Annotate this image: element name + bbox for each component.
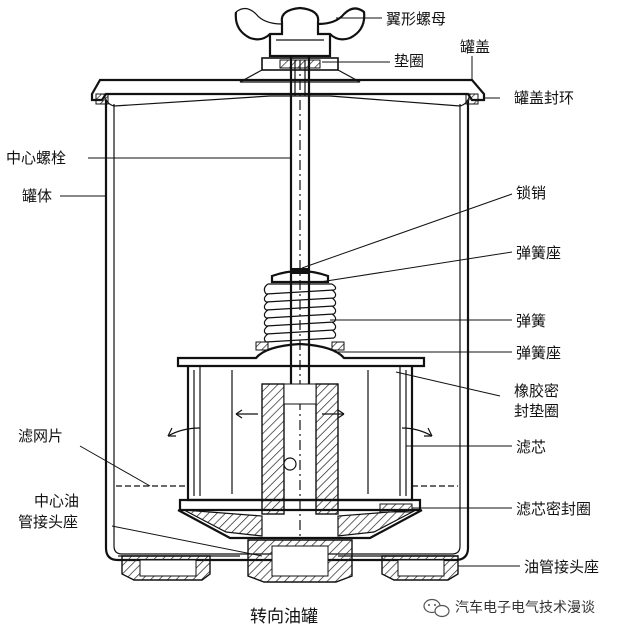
center-fitting-base	[177, 509, 423, 583]
leader-lines	[60, 17, 520, 567]
center-tube	[261, 383, 339, 515]
label-filter-screen: 滤网片	[18, 427, 63, 445]
watermark: 汽车电子电气技术漫谈	[423, 598, 595, 618]
label-tank-body: 罐体	[22, 187, 52, 205]
wing-nut	[234, 6, 366, 58]
label-rubber-seal-line1: 橡胶密	[514, 382, 559, 400]
label-rubber-seal-line2: 封垫圈	[514, 402, 559, 420]
label-lid-seal-ring: 罐盖封环	[514, 89, 574, 107]
label-center-fitting-line2: 管接头座	[18, 513, 78, 531]
oil-pipe-fitting-right	[381, 555, 459, 581]
watermark-text: 汽车电子电气技术漫谈	[455, 599, 595, 616]
label-spring-seat-top: 弹簧座	[516, 244, 561, 262]
label-filter-seal-ring: 滤芯密封圈	[516, 500, 591, 518]
diagram-caption: 转向油罐	[250, 607, 318, 627]
tank-lid	[90, 78, 486, 107]
label-center-fitting-line1: 中心油	[34, 492, 79, 510]
label-filter-element: 滤芯	[516, 438, 546, 456]
tank-body	[104, 100, 470, 562]
filter-element	[176, 341, 426, 513]
label-oil-pipe-fitting: 油管接头座	[524, 558, 599, 576]
oil-pipe-fitting-left	[121, 555, 211, 581]
wechat-icon	[423, 598, 450, 618]
label-lid: 罐盖	[460, 38, 490, 56]
label-spring-seat-bottom: 弹簧座	[516, 344, 561, 362]
spring	[263, 283, 337, 343]
flow-arrows	[167, 409, 433, 437]
label-wing-nut: 翼形螺母	[386, 10, 446, 28]
label-lock-pin: 锁销	[516, 184, 546, 202]
label-washer: 垫圈	[394, 52, 424, 70]
label-spring: 弹簧	[516, 312, 546, 330]
label-center-bolt: 中心螺栓	[6, 149, 66, 167]
